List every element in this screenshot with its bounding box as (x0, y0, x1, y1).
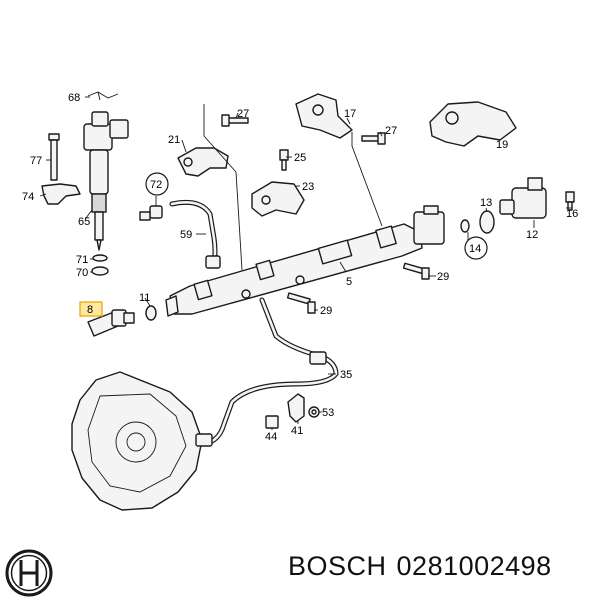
bracket-17-hole (312, 104, 324, 116)
leader-lines (39, 96, 572, 430)
clip-68 (87, 91, 119, 101)
callout-74: 74 (22, 191, 34, 203)
part-caption: BOSCH 0281002498 (288, 551, 562, 582)
seal-71 (92, 254, 108, 262)
callout-71: 71 (76, 254, 88, 266)
callout-13: 13 (480, 197, 492, 209)
callout-23: 23 (302, 181, 314, 193)
circle-tag-72 (145, 172, 169, 196)
fuel-rail (165, 223, 423, 317)
callout-29-right: 29 (437, 271, 449, 283)
seal-11 (145, 305, 157, 321)
bolt-27-right (361, 132, 386, 145)
clamp-74 (41, 183, 81, 205)
callout-44: 44 (265, 431, 277, 443)
bracket-21 (177, 147, 229, 177)
pipe-59-inner (170, 201, 217, 264)
callout-72: 72 (150, 179, 162, 191)
callout-27-right: 27 (385, 125, 397, 137)
bracket-23-hole (261, 195, 271, 205)
bracket-23 (251, 181, 305, 217)
callout-35: 35 (340, 369, 352, 381)
callout-77: 77 (30, 155, 42, 167)
callout-41: 41 (291, 425, 303, 437)
highlight-box-8 (79, 301, 103, 317)
bracket-17 (295, 93, 353, 139)
bolt-27-left (221, 114, 249, 127)
brand-name: BOSCH (288, 551, 387, 581)
callout-17: 17 (344, 108, 356, 120)
callout-11: 11 (139, 292, 150, 304)
oring-13 (479, 210, 495, 234)
bracket-21-hole (183, 157, 193, 167)
callout-25: 25 (294, 152, 306, 164)
bosch-logo (5, 549, 53, 597)
bracket-19-hole (445, 111, 459, 125)
nut-53 (308, 406, 320, 418)
callout-16: 16 (566, 208, 578, 220)
injector (83, 111, 129, 251)
high-pressure-pump (71, 371, 213, 511)
callout-14: 14 (469, 243, 481, 255)
callout-59: 59 (180, 229, 192, 241)
clip-44 (265, 415, 279, 429)
rail-end-valve (413, 205, 445, 245)
callout-19: 19 (496, 139, 508, 151)
callout-8: 8 (87, 304, 93, 316)
pipe-59-nut (205, 255, 221, 269)
callout-70: 70 (76, 267, 88, 279)
part-number: 0281002498 (396, 551, 552, 581)
bolt-29-right (402, 262, 430, 280)
callout-5: 5 (346, 276, 352, 288)
callout-21: 21 (168, 134, 180, 146)
washer-70 (91, 266, 109, 276)
callout-27-left: 27 (237, 108, 249, 120)
bolt-77 (48, 133, 60, 181)
circle-tag-14 (464, 236, 488, 260)
bolt-16 (565, 191, 575, 211)
bolt-29-lower (286, 292, 316, 314)
seal-14-part (460, 219, 470, 233)
pressure-valve-12 (499, 177, 547, 219)
callout-12: 12 (526, 229, 538, 241)
callout-29-lower: 29 (320, 305, 332, 317)
fitting-72 (139, 205, 163, 221)
callout-68: 68 (68, 92, 80, 104)
pressure-sensor-8 (87, 309, 135, 337)
pipe-35-nut (309, 351, 327, 365)
callout-65: 65 (78, 216, 90, 228)
bolt-25 (279, 149, 289, 171)
callout-53: 53 (322, 407, 334, 419)
clip-41 (287, 393, 305, 423)
